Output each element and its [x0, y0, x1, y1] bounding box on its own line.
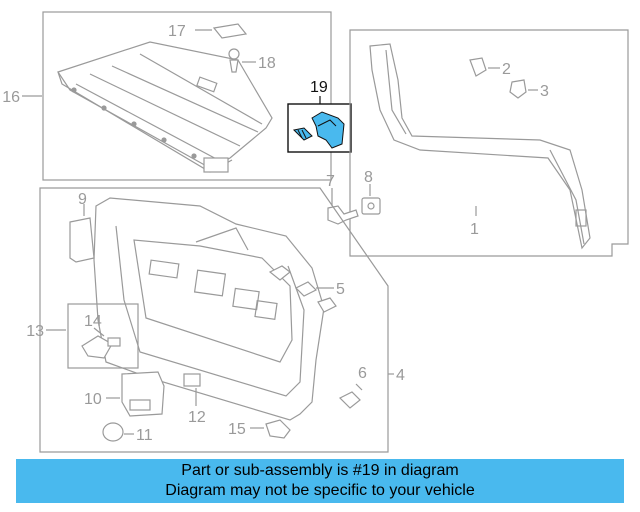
clip-5b-shape [294, 281, 318, 297]
lamp-13-box [67, 303, 139, 369]
screw-18-shape [228, 48, 240, 73]
banner-line-2: Diagram may not be specific to your vehi… [165, 482, 475, 499]
callout-18: 18 [258, 55, 276, 72]
clip-3-shape [509, 79, 527, 99]
callout-11: 11 [136, 427, 153, 444]
cargo-cover-panel [57, 41, 273, 169]
part-19-bracket [311, 111, 345, 149]
callout-2: 2 [502, 61, 511, 78]
cover-9-shape [69, 217, 95, 263]
callout-7: 7 [326, 173, 335, 190]
callout-6: 6 [358, 365, 367, 382]
callout-3: 3 [540, 83, 549, 100]
callout-16: 16 [2, 89, 20, 106]
info-banner: Part or sub-assembly is #19 in diagram D… [16, 459, 624, 503]
clip-5c-shape [317, 297, 337, 313]
callout-8: 8 [364, 169, 373, 186]
callout-14: 14 [84, 313, 102, 330]
lamp-14-shape [81, 335, 113, 359]
clip-15-shape [265, 419, 291, 439]
cargo-cover-group [22, 11, 332, 181]
clip-6-shape [338, 391, 361, 409]
callout-4: 4 [396, 367, 405, 384]
callout-1: 1 [470, 221, 479, 238]
trim-surround [369, 43, 591, 250]
plug-11-shape [102, 422, 124, 442]
clip-2-shape [469, 57, 487, 77]
trim-surround-box [349, 29, 629, 257]
pad-12-shape [183, 373, 201, 387]
callout-19: 19 [310, 79, 328, 96]
tailgate-trim-group [39, 187, 394, 453]
banner-line-1: Part or sub-assembly is #19 in diagram [181, 462, 459, 479]
clip-5a-shape [268, 265, 291, 281]
part-19-screw [292, 127, 313, 141]
callout-13: 13 [26, 323, 44, 340]
callout-5: 5 [336, 281, 345, 298]
clip-17-shape [212, 23, 248, 39]
fasteners-7-8 [327, 184, 381, 225]
callout-15: 15 [228, 421, 246, 438]
callout-9: 9 [78, 191, 87, 208]
parts-diagram: 1 2 3 4 5 6 7 8 9 10 11 12 13 14 15 16 1… [2, 11, 629, 453]
cargo-cover-box [42, 11, 332, 181]
part-19-group [287, 96, 352, 153]
callout-10: 10 [84, 391, 102, 408]
tailgate-box [39, 187, 389, 453]
callout-12: 12 [188, 409, 206, 426]
callout-17: 17 [168, 23, 186, 40]
trim-surround-group [349, 29, 629, 257]
